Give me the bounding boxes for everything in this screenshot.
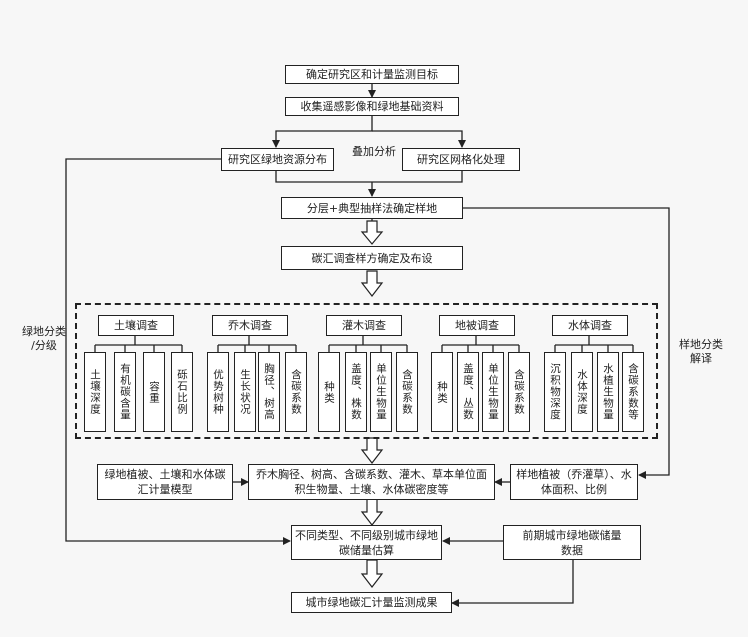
survey-item-2-2: 单位生物量 <box>370 352 392 432</box>
block-arrow-1 <box>360 220 384 245</box>
arrow-prior-result <box>451 560 574 607</box>
survey-item-1-0: 优势树种 <box>207 352 229 432</box>
survey-item-0-2: 容重 <box>143 352 165 432</box>
model-right: 样地植被（乔灌草）、水 体面积、比例 <box>510 464 638 500</box>
arrow-left-loop <box>65 158 291 545</box>
step-plot-layout: 碳汇调查样方确定及布设 <box>281 246 463 270</box>
survey-item-0-1: 有机碳含量 <box>114 352 136 432</box>
step-greenland-distribution: 研究区绿地资源分布 <box>221 148 334 171</box>
survey-item-1-3: 含碳系数 <box>285 352 307 432</box>
arrow-s2-left <box>272 116 373 148</box>
carbon-estimate: 不同类型、不同级别城市绿地 碳储量估算 <box>291 525 442 560</box>
survey-item-2-0: 种类 <box>318 352 340 432</box>
block-arrow-4 <box>360 497 384 526</box>
survey-title-2: 灌木调查 <box>326 315 402 336</box>
prior-carbon-data: 前期城市绿地碳储量 数据 <box>503 525 641 560</box>
overlay-analysis-label: 叠加分析 <box>352 145 396 158</box>
survey-title-4: 水体调查 <box>552 315 628 336</box>
monitoring-result: 城市绿地碳汇计量监测成果 <box>291 592 452 613</box>
survey-item-0-0: 土壤深度 <box>84 352 106 432</box>
arrow-s2-right <box>372 130 466 148</box>
survey-group <box>75 303 658 439</box>
line-left-merge <box>275 171 372 183</box>
step-collect-data: 收集遥感影像和绿地基础资料 <box>285 97 459 116</box>
line-right-merge <box>372 171 463 183</box>
survey-item-3-3: 含碳系数 <box>508 352 530 432</box>
survey-item-1-2: 胸径、树高 <box>258 352 280 432</box>
block-arrow-2 <box>360 270 384 297</box>
survey-item-3-0: 种类 <box>431 352 453 432</box>
survey-item-1-1: 生长状况 <box>234 352 256 432</box>
step-sampling: 分层+典型抽样法确定样地 <box>281 197 463 219</box>
survey-item-0-3: 砾石比例 <box>171 352 193 432</box>
side-label-classification: 绿地分类 /分级 <box>22 325 66 352</box>
survey-item-3-1: 盖度、丛数 <box>457 352 479 432</box>
survey-item-4-2: 水植生物量 <box>597 352 619 432</box>
block-arrow-3 <box>360 437 384 464</box>
survey-title-0: 土壤调查 <box>98 315 174 336</box>
survey-item-4-0: 沉积物深度 <box>544 352 566 432</box>
survey-item-4-3: 含碳系数等 <box>622 352 644 432</box>
block-arrow-5 <box>360 559 384 588</box>
survey-item-3-2: 单位生物量 <box>482 352 504 432</box>
survey-title-1: 乔木调查 <box>212 315 288 336</box>
side-label-interpretation: 样地分类 解译 <box>679 338 723 365</box>
survey-item-2-3: 含碳系数 <box>396 352 418 432</box>
survey-item-4-1: 水体深度 <box>571 352 593 432</box>
step-define-target: 确定研究区和计量监测目标 <box>285 65 459 84</box>
survey-item-2-1: 盖度、株数 <box>345 352 367 432</box>
step-grid-processing: 研究区网格化处理 <box>402 148 520 171</box>
model-middle: 乔木胸径、树高、含碳系数、灌木、草本单位面 积生物量、土壤、水体碳密度等 <box>248 464 495 500</box>
survey-title-3: 地被调查 <box>439 315 515 336</box>
arrow-right-loop <box>463 207 670 479</box>
model-left: 绿地植被、土壤和水体碳 汇计量模型 <box>97 464 233 500</box>
